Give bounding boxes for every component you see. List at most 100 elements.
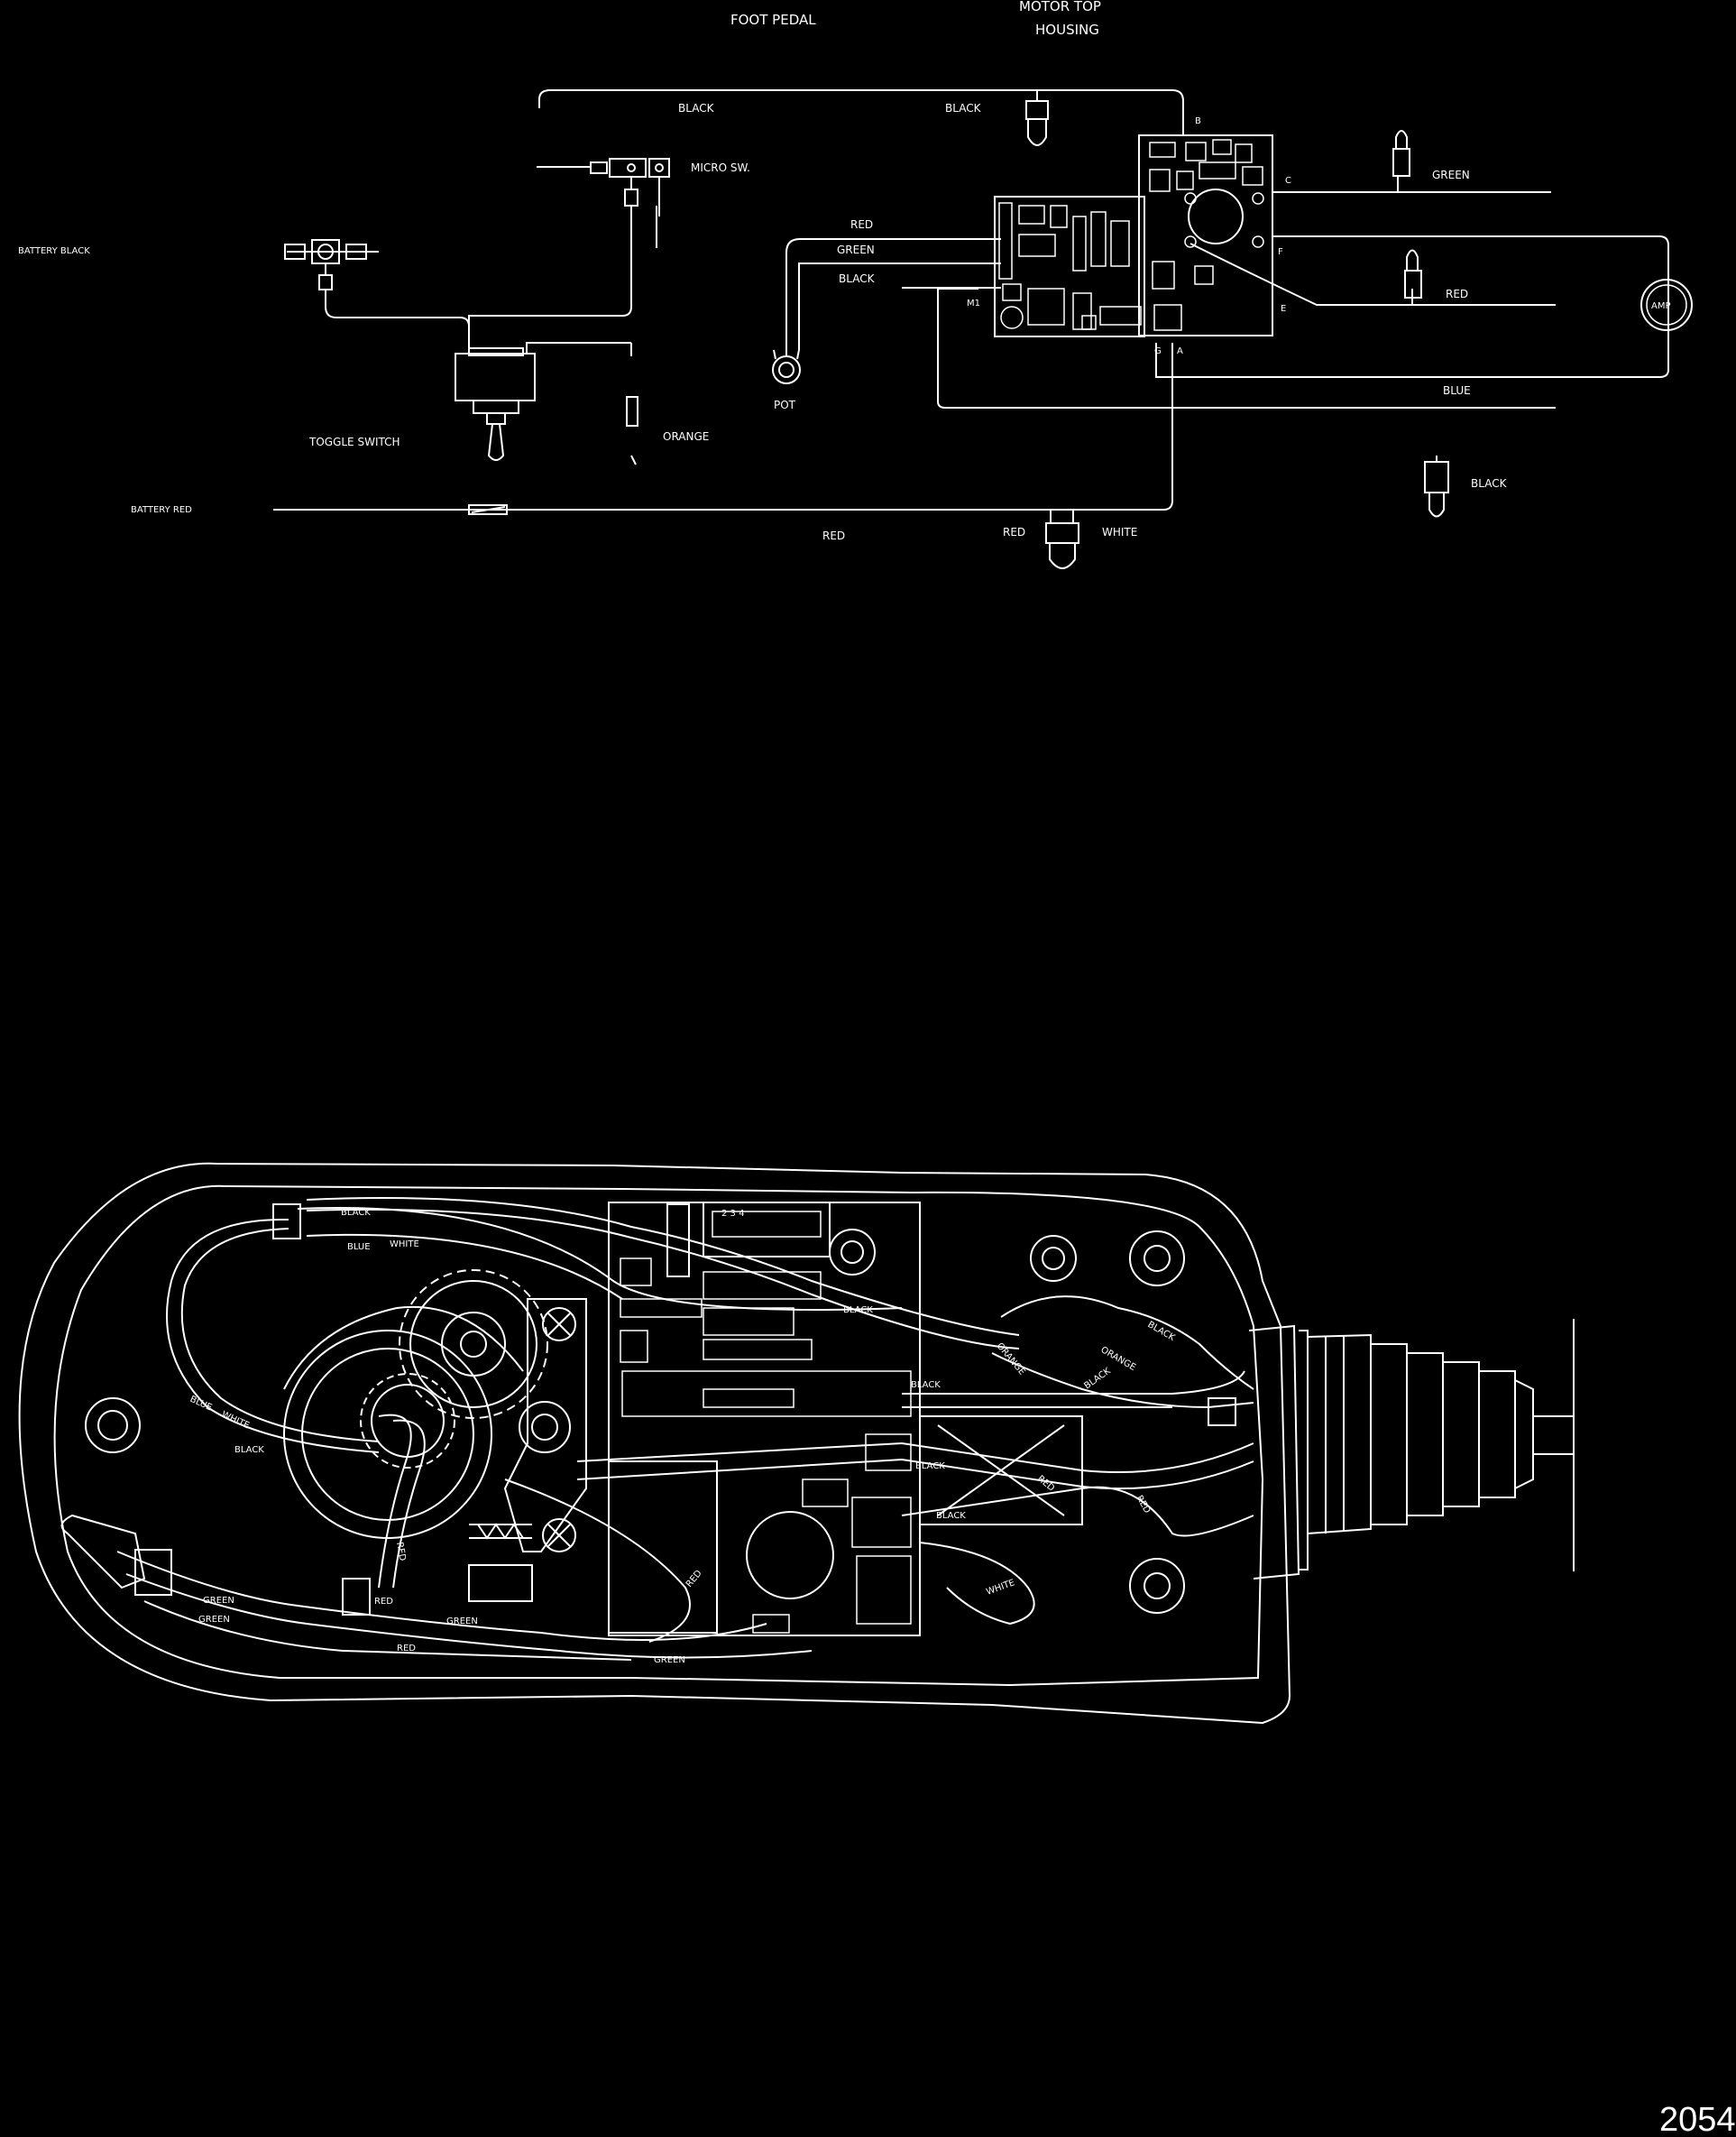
foot-pedal-label: FOOT PEDAL (730, 12, 816, 28)
red-harness (378, 1414, 412, 1589)
asm-label-red-a: RED (374, 1597, 393, 1607)
asm-label-red-d: RED (684, 1569, 704, 1589)
toggle-switch (455, 327, 631, 461)
toggle-switch-label: TOGGLE SWITCH (308, 436, 400, 448)
pcb-position-numbers: 2 3 4 (721, 1209, 744, 1219)
m1-wire (937, 288, 1556, 409)
motor-bell (283, 1305, 524, 1539)
terminal-g: G (1154, 346, 1162, 356)
amp-meter (1640, 279, 1693, 331)
motor-top-label: MOTOR TOP (1019, 0, 1101, 14)
amp-label: AMP (1651, 301, 1671, 311)
asm-label-black-e: BLACK (915, 1461, 945, 1471)
terminal-b: B (1195, 116, 1201, 126)
orange-label: ORANGE (663, 430, 709, 443)
control-board (994, 196, 1145, 337)
mounting-boss-pcb (829, 1229, 876, 1276)
terminal-f: F (1278, 247, 1283, 257)
battery-red-label: BATTERY RED (131, 505, 192, 515)
green-connector (1392, 130, 1410, 192)
bracket-boss (519, 1401, 571, 1453)
black-wire-label-1: BLACK (678, 102, 715, 115)
asm-label-green-a: GREEN (203, 1596, 234, 1606)
terminal-e: E (1281, 304, 1286, 314)
asm-label-white-a: WHITE (390, 1239, 419, 1249)
asm-label-blue-b: BLUE (188, 1395, 214, 1414)
asm-label-black-c: BLACK (843, 1305, 873, 1315)
red-label-right: RED (1446, 288, 1468, 300)
red-label-pot: RED (850, 218, 873, 231)
red-wire-label-2: RED (1003, 526, 1025, 539)
micro-switch-label: MICRO SW. (691, 161, 750, 174)
bracket-screw (542, 1518, 576, 1552)
asm-label-black-a: BLACK (341, 1208, 371, 1218)
spring (469, 1523, 532, 1540)
top-black-wire (538, 89, 1184, 135)
bottom-left-plug (60, 1514, 172, 1596)
housing-outer-shell (18, 1162, 1291, 1725)
black-label-right: BLACK (1471, 477, 1508, 490)
blue-harness-upper (297, 1207, 903, 1311)
asm-label-black-f: BLACK (936, 1511, 966, 1521)
pot-label: POT (774, 399, 796, 411)
orange-harness (1000, 1295, 1254, 1390)
green-harness (116, 1551, 767, 1641)
red-wire-label-1: RED (822, 530, 845, 542)
battery-black-connector (284, 239, 470, 327)
amp-loop-wire (1155, 235, 1669, 378)
red-wire-right (1189, 243, 1556, 306)
battery-red-fuse (468, 504, 508, 515)
mounting-bracket (503, 1298, 587, 1552)
black-label-pot: BLACK (839, 272, 876, 285)
mounting-boss-top-1 (1030, 1235, 1077, 1282)
harness-clip-1 (272, 1203, 301, 1239)
white-wire-label: WHITE (1102, 526, 1137, 539)
green-label-right: GREEN (1432, 169, 1470, 181)
mounting-boss-bottom (1129, 1558, 1185, 1614)
terminal-a: A (1177, 346, 1183, 356)
asm-label-black-d: BLACK (911, 1380, 941, 1390)
asm-label-red-f: RED (1134, 1494, 1152, 1515)
black-wire-label-2: BLACK (945, 102, 982, 115)
battery-red-wire (273, 343, 1173, 511)
blue-label: BLUE (1443, 384, 1471, 397)
mounting-boss-top-2 (1129, 1230, 1185, 1286)
gear-screw (542, 1307, 576, 1341)
asm-label-black-h: BLACK (1082, 1366, 1113, 1391)
large-gear (399, 1269, 548, 1419)
m1-label: M1 (967, 299, 980, 309)
harness-clip-2 (1208, 1397, 1236, 1426)
asm-label-white-c: WHITE (985, 1578, 1016, 1598)
asm-label-green-b: GREEN (198, 1615, 230, 1625)
black-harness-top (306, 1197, 1020, 1336)
green-label-pot: GREEN (837, 244, 875, 256)
black-harness-center (902, 1370, 1245, 1395)
asm-label-red-e: RED (1035, 1474, 1056, 1494)
orange-component (626, 343, 638, 465)
motor-shaft (1248, 1319, 1575, 1580)
asm-label-green-c: GREEN (446, 1617, 478, 1626)
asm-label-red-b: RED (397, 1644, 416, 1653)
asm-label-black-b: BLACK (234, 1445, 264, 1455)
motor-housing-assembly: 2 3 4 BLA (18, 1162, 1575, 1725)
asm-label-blue-a: BLUE (347, 1242, 371, 1252)
potentiometer (772, 238, 1001, 384)
terminal-c: C (1285, 176, 1291, 186)
red-white-connector (1045, 510, 1079, 569)
asm-label-red-c: RED (394, 1542, 408, 1562)
motor-top-housing-label: HOUSING (1035, 22, 1099, 38)
sub-board (1138, 134, 1273, 336)
black-connector-right (1424, 456, 1449, 518)
wiring-schematic: FOOT PEDAL MOTOR TOP HOUSING BLACK BLACK (18, 0, 1693, 569)
harness-clip-3 (342, 1578, 371, 1616)
micro-switch (468, 158, 670, 327)
asm-label-black-g: BLACK (1146, 1320, 1177, 1343)
asm-label-orange-a: ORANGE (995, 1341, 1027, 1377)
black-connector-top (1025, 90, 1049, 146)
battery-black-label: BATTERY BLACK (18, 246, 90, 256)
brush-holder (468, 1564, 533, 1602)
figure-number: 2054 (1659, 2101, 1736, 2137)
asm-label-green-d: GREEN (654, 1655, 685, 1665)
mounting-boss-left (85, 1397, 141, 1453)
